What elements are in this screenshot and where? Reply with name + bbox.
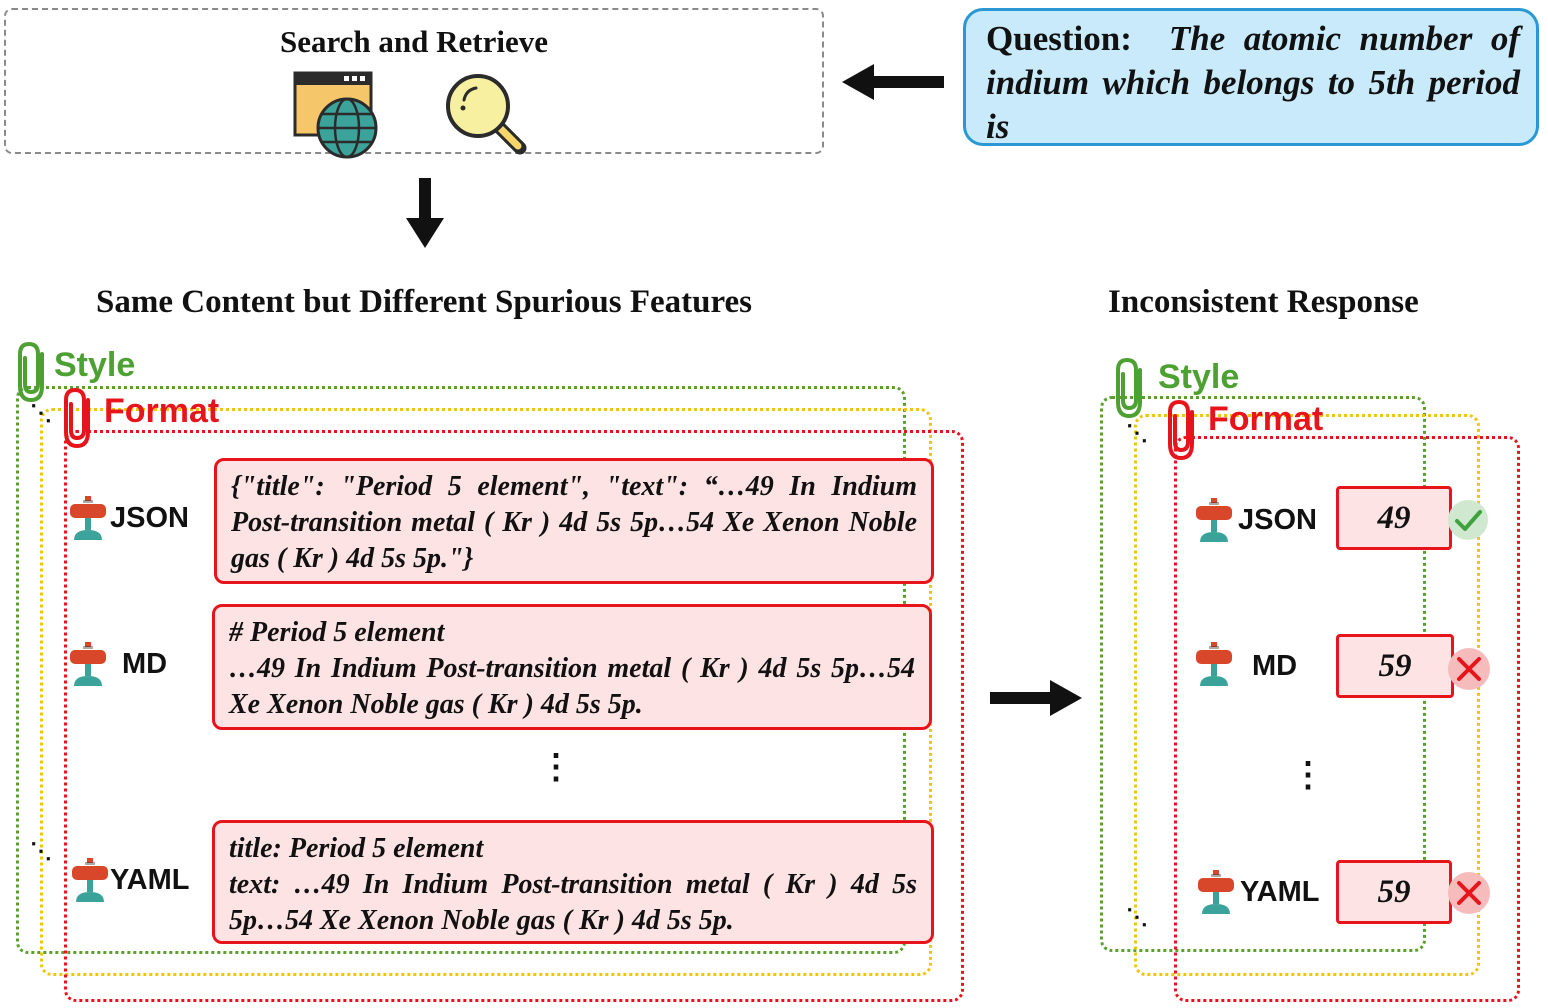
answer-box-md: 59 bbox=[1336, 634, 1454, 698]
cross-icon bbox=[1448, 648, 1490, 690]
check-icon bbox=[1448, 500, 1488, 540]
yaml-document-box: title: Period 5 element text: …49 In Ind… bbox=[212, 820, 934, 944]
right-format-tag: Format bbox=[1208, 400, 1324, 438]
format-label-yaml: YAML bbox=[110, 864, 190, 896]
format-label-md: MD bbox=[122, 648, 168, 680]
search-retrieve-box: Search and Retrieve bbox=[4, 8, 824, 159]
answer-format-label-yaml: YAML bbox=[1240, 876, 1320, 908]
question-text: The atomic number of indium which belong… bbox=[986, 19, 1520, 146]
left-section-title: Same Content but Different Spurious Feat… bbox=[96, 284, 753, 320]
stamp-icon bbox=[70, 496, 106, 540]
answer-value: 59 bbox=[1378, 648, 1412, 684]
diagonal-dots: ⋱ bbox=[30, 838, 52, 863]
yaml-document-text: text: …49 In Indium Post-transition meta… bbox=[229, 869, 917, 936]
arrow-down-icon bbox=[406, 178, 444, 248]
search-retrieve-title: Search and Retrieve bbox=[279, 24, 549, 59]
answer-box-json: 49 bbox=[1336, 486, 1452, 550]
left-format-tag: Format bbox=[104, 392, 220, 430]
right-format-frame bbox=[1174, 436, 1520, 1002]
paperclip-format-icon bbox=[1168, 399, 1194, 461]
left-format-frame bbox=[64, 430, 964, 1002]
md-document-heading: # Period 5 element bbox=[229, 617, 445, 648]
stamp-icon bbox=[1196, 642, 1232, 686]
md-document-text: …49 In Indium Post-transition metal ( Kr… bbox=[229, 653, 915, 720]
question-box: Question: The atomic number of indium wh… bbox=[963, 8, 1539, 146]
cross-icon bbox=[1448, 872, 1490, 914]
answer-box-yaml: 59 bbox=[1336, 860, 1452, 924]
answer-format-label-json: JSON bbox=[1238, 504, 1317, 536]
right-vertical-ellipsis: ⋮ bbox=[1291, 757, 1325, 794]
arrow-right-icon bbox=[990, 680, 1082, 716]
right-middle-frame bbox=[1134, 414, 1480, 976]
md-document-box: # Period 5 element …49 In Indium Post-tr… bbox=[212, 604, 932, 730]
yaml-document-heading: title: Period 5 element bbox=[229, 833, 484, 864]
question-label: Question: bbox=[986, 19, 1132, 58]
json-document-box: {"title": "Period 5 element", "text": “…… bbox=[214, 458, 934, 584]
left-style-tag: Style bbox=[54, 346, 136, 384]
answer-value: 59 bbox=[1377, 874, 1411, 910]
right-style-tag: Style bbox=[1158, 358, 1240, 396]
diagonal-dots: ⋱ bbox=[1126, 420, 1148, 445]
magnifier-icon bbox=[446, 74, 527, 155]
paperclip-style-icon bbox=[18, 341, 44, 403]
stamp-icon bbox=[70, 642, 106, 686]
diagonal-dots: ⋱ bbox=[30, 400, 52, 425]
diagonal-dots: ⋱ bbox=[1126, 904, 1148, 929]
left-vertical-ellipsis: ⋮ bbox=[539, 749, 573, 786]
stamp-icon bbox=[1198, 870, 1234, 914]
stamp-icon bbox=[72, 858, 108, 902]
format-label-json: JSON bbox=[110, 502, 189, 534]
answer-value: 49 bbox=[1377, 500, 1411, 536]
answer-format-label-md: MD bbox=[1252, 650, 1298, 682]
stamp-icon bbox=[1196, 498, 1232, 542]
web-browser-globe-icon bbox=[293, 71, 378, 159]
paperclip-format-icon bbox=[64, 387, 90, 449]
json-document-text: {"title": "Period 5 element", "text": “…… bbox=[231, 471, 917, 574]
arrow-left-icon bbox=[842, 64, 944, 100]
right-section-title: Inconsistent Response bbox=[1108, 284, 1419, 320]
paperclip-style-icon bbox=[1116, 357, 1142, 419]
